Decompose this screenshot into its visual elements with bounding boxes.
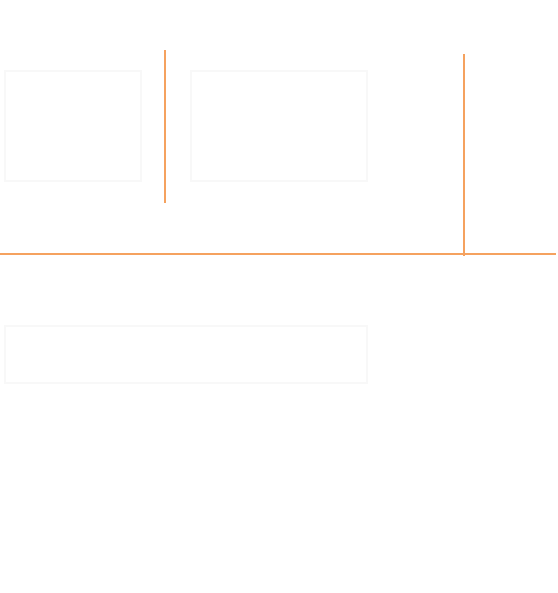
accent-vertical-line-left bbox=[164, 50, 166, 203]
faint-panel-lower bbox=[4, 325, 368, 384]
faint-panel-left bbox=[4, 70, 142, 182]
accent-horizontal-line bbox=[0, 253, 556, 255]
faint-panel-center bbox=[190, 70, 368, 182]
accent-vertical-line-right bbox=[463, 54, 465, 256]
